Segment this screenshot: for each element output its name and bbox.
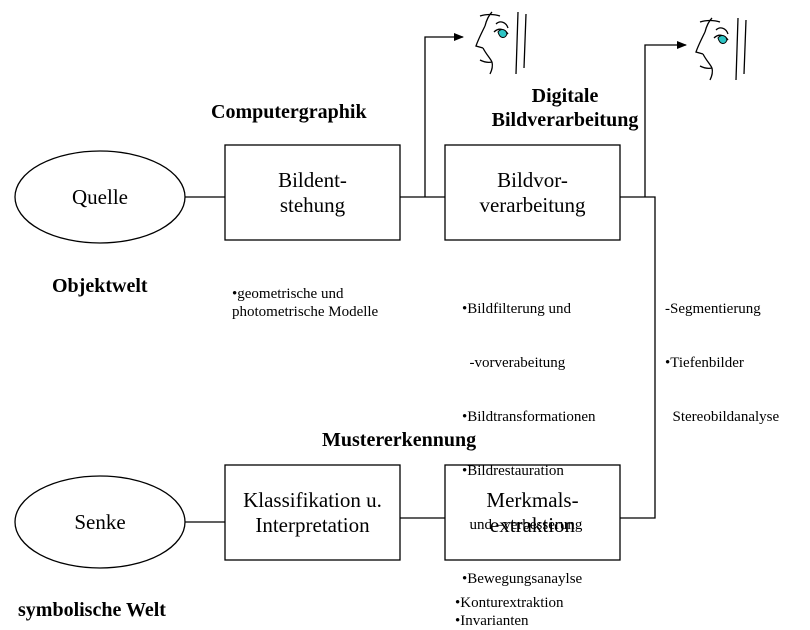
bildentstehung-box bbox=[224, 144, 401, 241]
heading-digitale-line1: Digitale bbox=[531, 85, 599, 107]
merkmals-label-line1: Merkmals- bbox=[486, 487, 579, 512]
merkmals-label-line2: extraktion bbox=[489, 512, 576, 537]
note-bildverarbeitung: •Bildfilterung und -vorverabeitung •Bild… bbox=[462, 264, 596, 606]
note-line: -Segmentierung bbox=[665, 301, 761, 317]
note-line: •Bewegungsanaylse bbox=[462, 571, 583, 587]
note-line: •Bildfilterung und bbox=[462, 301, 571, 317]
heading-objektwelt: Objektwelt bbox=[52, 275, 148, 297]
heading-symbolische-welt: symbolische Welt bbox=[18, 599, 166, 621]
face-eye-icon bbox=[475, 11, 527, 75]
heading-computergraphik: Computergraphik bbox=[211, 101, 367, 123]
note-line: und –verbesserung bbox=[462, 517, 583, 533]
klassifikation-label-line1: Klassifikation u. bbox=[243, 487, 382, 512]
arrow-to-viewer-1 bbox=[424, 33, 464, 197]
note-line: •geometrische und bbox=[232, 286, 344, 302]
heading-mustererkennung: Mustererkennung bbox=[322, 429, 477, 451]
heading-digitale-line2: Bildverarbeitung bbox=[491, 109, 639, 131]
arrow-to-viewer-2 bbox=[644, 41, 687, 197]
note-merkmal: •Konturextraktion •Invarianten bbox=[455, 594, 564, 630]
bildentstehung-label-line1: Bildent- bbox=[278, 167, 347, 192]
bildvorverarbeitung-label-line1: Bildvor- bbox=[497, 167, 568, 192]
note-line: -vorverabeitung bbox=[462, 355, 566, 371]
note-line: Stereobildanalyse bbox=[665, 409, 780, 425]
note-line: •Tiefenbilder bbox=[665, 355, 744, 371]
note-line: •Invarianten bbox=[455, 613, 529, 629]
merkmals-box bbox=[444, 464, 621, 561]
bildvorverarbeitung-box bbox=[444, 144, 621, 241]
klassifikation-label: Klassifikation u. Interpretation bbox=[225, 465, 400, 560]
senke-label: Senke bbox=[74, 509, 126, 534]
bildentstehung-label-line2: stehung bbox=[279, 192, 346, 217]
bildentstehung-label: Bildent- stehung bbox=[225, 145, 400, 240]
note-line: •Bildtransformationen bbox=[462, 409, 596, 425]
klassifikation-label-line2: Interpretation bbox=[255, 512, 370, 537]
note-computergraphik: •geometrische und photometrische Modelle bbox=[232, 285, 378, 321]
connector-bildvorverarbeitung-merkmals bbox=[620, 196, 656, 519]
merkmals-label: Merkmals- extraktion bbox=[445, 465, 620, 560]
note-line: •Konturextraktion bbox=[455, 595, 564, 611]
bildvorverarbeitung-label: Bildvor- verarbeitung bbox=[445, 145, 620, 240]
note-segmentierung: -Segmentierung •Tiefenbilder Stereobilda… bbox=[665, 264, 779, 444]
heading-digitale-bildverarbeitung: Digitale Bildverarbeitung bbox=[485, 84, 645, 132]
note-line: •Bildrestauration bbox=[462, 463, 564, 479]
note-line: photometrische Modelle bbox=[232, 304, 379, 320]
quelle-label: Quelle bbox=[72, 184, 128, 209]
bildvorverarbeitung-label-line2: verarbeitung bbox=[479, 192, 586, 217]
klassifikation-box bbox=[224, 464, 401, 561]
face-eye-icon bbox=[695, 17, 747, 81]
